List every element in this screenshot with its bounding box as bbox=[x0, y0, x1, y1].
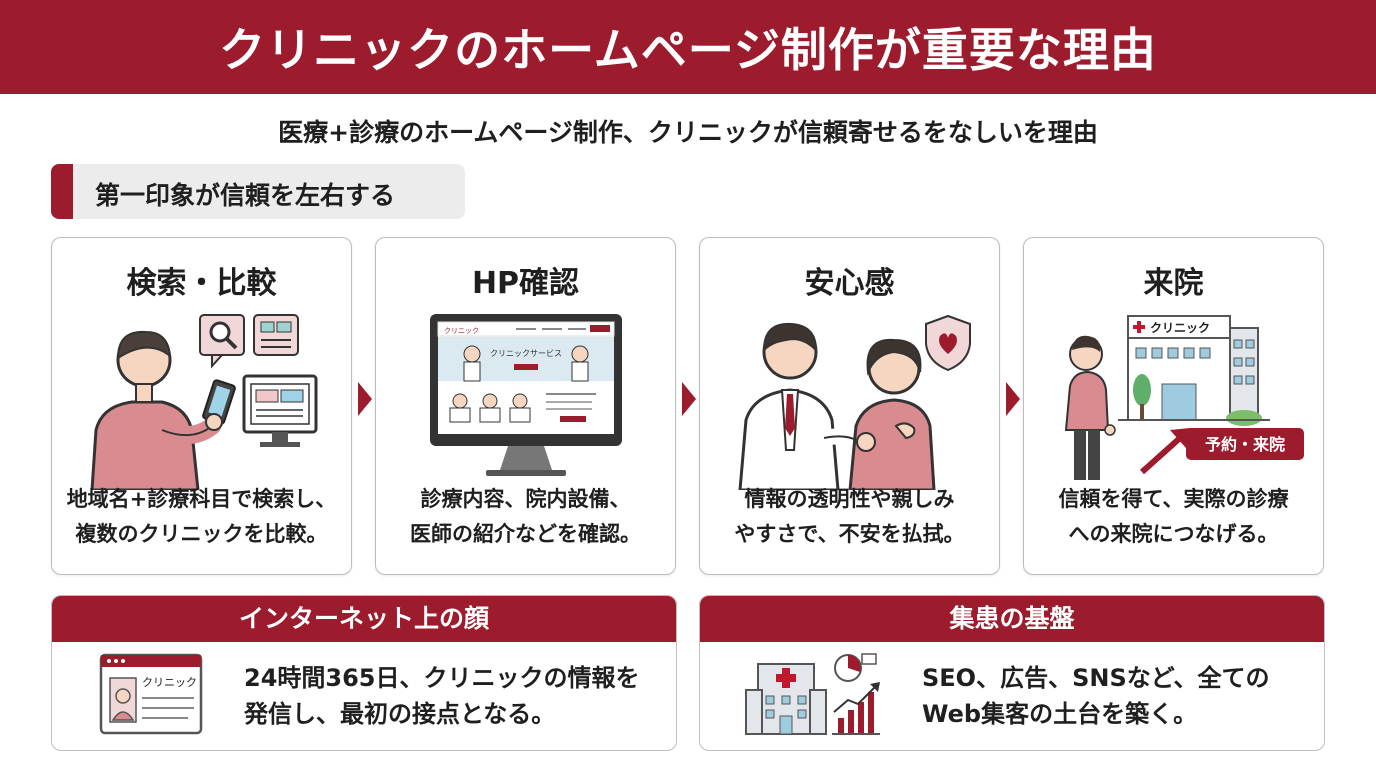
monitor-website-icon: クリニック クリニックサービス bbox=[430, 314, 622, 476]
screen-hero-text: クリニックサービス bbox=[490, 349, 562, 358]
panel-description-line: 24時間365日、クリニックの情報を bbox=[244, 664, 640, 692]
step-arrow-icon bbox=[682, 382, 696, 416]
section-label: 第一印象が信頼を左右する bbox=[51, 164, 465, 219]
step-description-line: 信頼を得て、実際の診療 bbox=[1058, 487, 1289, 511]
step-description: 信頼を得て、実際の診療 への来院につなげる。 bbox=[1024, 482, 1323, 552]
panel-title: インターネット上の顔 bbox=[52, 596, 676, 642]
profile-window-label: クリニック bbox=[142, 676, 197, 689]
step-description: 地域名+診療科目で検索し、 複数のクリニックを比較。 bbox=[52, 482, 351, 552]
step-description-line: への来院につなげる。 bbox=[1068, 522, 1279, 546]
header-banner: クリニックのホームページ制作が重要な理由 bbox=[0, 0, 1376, 94]
panel-description-line: Web集客の土台を築く。 bbox=[922, 700, 1198, 728]
panel-description-line: 発信し、最初の接点となる。 bbox=[244, 700, 556, 728]
step-arrow-icon bbox=[358, 382, 372, 416]
step-description-line: やすさで、不安を払拭。 bbox=[734, 522, 965, 546]
step-card-visit: 来院 クリニック 予約・来院 bbox=[1023, 237, 1324, 575]
clinic-building-visit-icon: クリニック 予約・来院 bbox=[1064, 315, 1304, 480]
step-description-line: 複数のクリニックを比較。 bbox=[75, 522, 328, 546]
panel-patient-acquisition: 集患の基盤 SEO、広告、SNSなど、全ての Web集客の土台を築く。 bbox=[699, 595, 1325, 751]
panel-description: SEO、広告、SNSなど、全ての Web集客の土台を築く。 bbox=[922, 660, 1270, 732]
step-title: 安心感 bbox=[804, 266, 895, 301]
clinic-sign-text: クリニック bbox=[1150, 321, 1210, 335]
step-title: 来院 bbox=[1143, 266, 1204, 301]
reservation-badge: 予約・来院 bbox=[1205, 435, 1285, 454]
section-label-text: 第一印象が信頼を左右する bbox=[95, 181, 396, 210]
step-description-line: 地域名+診療科目で検索し、 bbox=[66, 487, 337, 511]
page-subtitle: 医療+診療のホームページ制作、クリニックが信頼寄せるをなしいを理由 bbox=[278, 118, 1098, 147]
step-description-line: 診療内容、院内設備、 bbox=[420, 487, 631, 511]
step-title: HP確認 bbox=[471, 266, 580, 301]
section-accent-bar bbox=[51, 164, 73, 219]
step-title: 検索・比較 bbox=[126, 266, 277, 301]
doctor-handshake-icon bbox=[738, 314, 971, 490]
hospital-growth-chart-icon bbox=[745, 653, 880, 735]
step-arrow-icon bbox=[1006, 382, 1020, 416]
page-title: クリニックのホームページ制作が重要な理由 bbox=[219, 23, 1157, 77]
panel-description-line: SEO、広告、SNSなど、全ての bbox=[922, 664, 1270, 692]
step-description: 情報の透明性や親しみ やすさで、不安を払拭。 bbox=[700, 482, 999, 552]
step-card-search: 検索・比較 地域名+診療科目で検索し、 複数のクリニック bbox=[51, 237, 352, 575]
screen-logo: クリニック bbox=[444, 327, 479, 335]
person-searching-phone-icon bbox=[90, 314, 318, 490]
step-card-hp-check: HP確認 クリニック クリニックサービス 診療内容、院内設備、 医師の紹介などを… bbox=[375, 237, 676, 575]
step-description: 診療内容、院内設備、 医師の紹介などを確認。 bbox=[376, 482, 675, 552]
clinic-profile-window-icon: クリニック bbox=[99, 653, 203, 735]
step-description-line: 情報の透明性や親しみ bbox=[744, 487, 955, 511]
step-card-reassurance: 安心感 情報の透明性や親しみ やすさで、不安を払拭。 bbox=[699, 237, 1000, 575]
step-description-line: 医師の紹介などを確認。 bbox=[410, 522, 641, 546]
panel-internet-face: インターネット上の顔 クリニック 24時間365日、クリニックの情報を 発信し、… bbox=[51, 595, 677, 751]
panel-title: 集患の基盤 bbox=[700, 596, 1324, 642]
panel-description: 24時間365日、クリニックの情報を 発信し、最初の接点となる。 bbox=[244, 660, 640, 732]
